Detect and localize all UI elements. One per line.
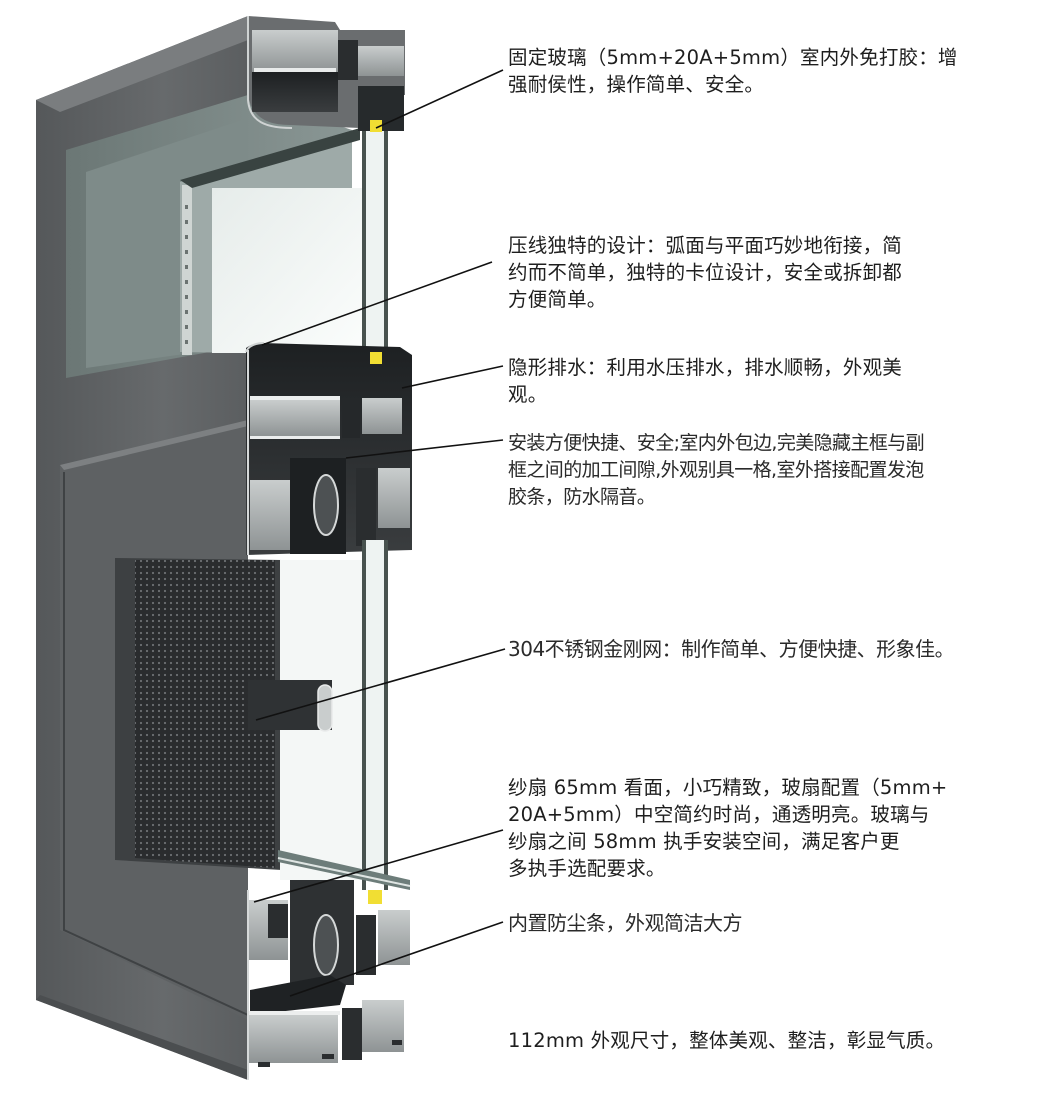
- leader-screen-sash: [253, 829, 504, 903]
- annotation-frame-size: 112mm 外观尺寸，整体美观、整洁，彰显气质。: [508, 1029, 946, 1052]
- annotation-bead-design: 压线独特的设计：弧面与平面巧妙地衔接，简 约而不简单，独特的卡位设计，安全或拆卸…: [508, 234, 903, 311]
- leader-installation: [345, 439, 504, 459]
- leader-mesh: [255, 648, 506, 721]
- top-frame-profile: [247, 16, 405, 132]
- annotation-fixed-glass: 固定玻璃（5mm+20A+5mm）室内外免打胶：增 强耐侯性，操作简单、安全。: [508, 46, 958, 96]
- annotation-screen-mesh: 304不锈钢金刚网：制作简单、方便快捷、形象佳。: [508, 637, 955, 661]
- annotation-screen-sash: 纱扇 65mm 看面，小巧精致，玻扇配置（5mm+ 20A+5mm）中空简约时尚…: [508, 776, 948, 880]
- leader-dust-strip: [289, 921, 504, 997]
- leader-bead: [261, 261, 493, 346]
- annotation-dust-strip: 内置防尘条，外观简洁大方: [508, 911, 743, 935]
- bottom-frame-profile: [247, 880, 410, 1080]
- annotation-installation: 安装方便快捷、安全;室内外包边,完美隐藏主框与副 框之间的加工间隙,外观别具一格…: [508, 432, 925, 508]
- middle-transom-profile: [245, 342, 412, 558]
- leader-lines: [253, 69, 506, 997]
- leader-fixed-glass: [375, 69, 504, 129]
- leader-drainage: [401, 365, 504, 389]
- screen-sash-opening: [115, 540, 411, 890]
- annotation-hidden-drainage: 隐形排水：利用水压排水，排水顺畅，外观美 观。: [508, 356, 903, 406]
